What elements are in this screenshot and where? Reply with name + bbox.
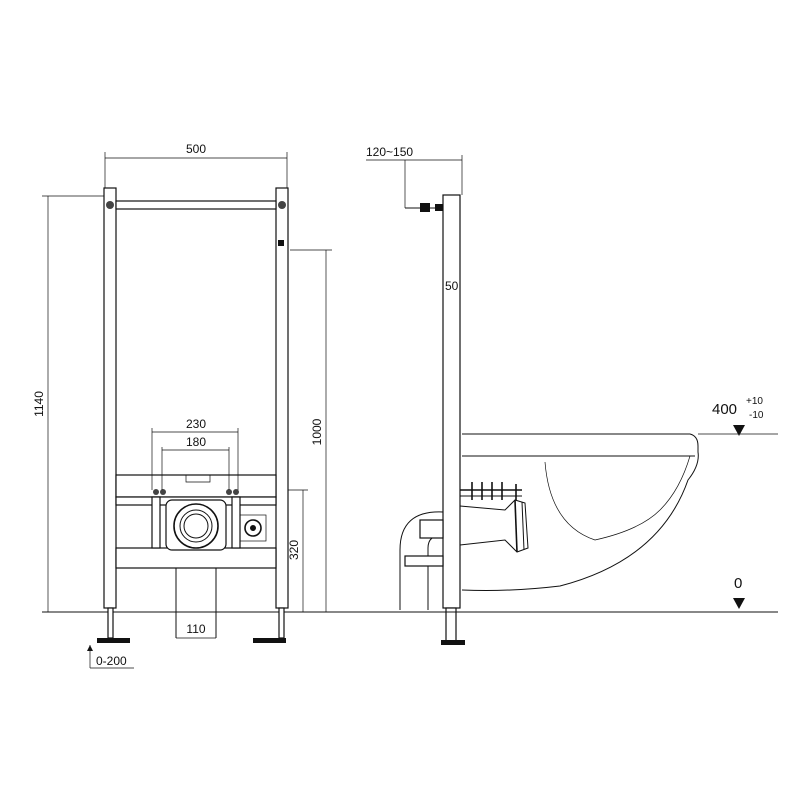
outlet-flange	[165, 499, 227, 551]
floor-level-marker: 0	[733, 575, 745, 609]
label-wall-distance: 120~150	[366, 145, 413, 159]
label-drain-width: 110	[186, 622, 205, 636]
label-floor-level: 0	[734, 575, 742, 592]
frame-post-side: 50	[441, 194, 465, 645]
frame-top-bar	[115, 200, 277, 210]
label-frame-height: 1140	[32, 391, 46, 417]
dim-foot-adjustment: 0-200	[87, 645, 134, 669]
front-view: 500 1140 1000 320	[32, 142, 400, 669]
side-view: 120~150 50	[366, 145, 778, 645]
label-seat-height: 400	[712, 401, 737, 418]
label-outer-mount-spacing: 230	[186, 417, 206, 431]
label-foot-adjustment: 0-200	[96, 654, 127, 668]
dim-frame-width: 500	[104, 142, 288, 195]
mounting-studs	[460, 482, 522, 500]
label-seat-tolerance-minus: -10	[749, 410, 764, 421]
water-inlet-valve	[239, 514, 267, 542]
outlet-connector	[459, 499, 529, 553]
dim-wall-distance: 120~150	[366, 145, 463, 208]
label-seat-tolerance-plus: +10	[746, 396, 763, 407]
label-actuation-height: 1000	[310, 418, 324, 445]
dim-actuation-height: 1000	[290, 249, 332, 612]
label-frame-depth: 50	[445, 279, 459, 293]
frame-post-left	[97, 187, 130, 643]
floor-level-arrow-icon	[733, 598, 745, 609]
label-inner-mount-spacing: 180	[186, 435, 206, 449]
seat-level-marker: 400 +10 -10	[698, 396, 778, 436]
wall-bracket	[405, 203, 443, 212]
label-drain-height: 320	[287, 540, 301, 560]
frame-post-right	[253, 187, 289, 643]
dim-inner-mount-spacing: 180	[161, 435, 230, 490]
drain-pipe: 110	[175, 568, 217, 639]
seat-level-arrow-icon	[733, 425, 745, 436]
label-frame-width: 500	[186, 142, 206, 156]
toilet-bowl	[461, 433, 699, 591]
drain-elbow	[399, 511, 444, 610]
dim-outer-mount-spacing: 230	[151, 417, 239, 490]
dim-frame-height: 1140	[32, 195, 105, 612]
